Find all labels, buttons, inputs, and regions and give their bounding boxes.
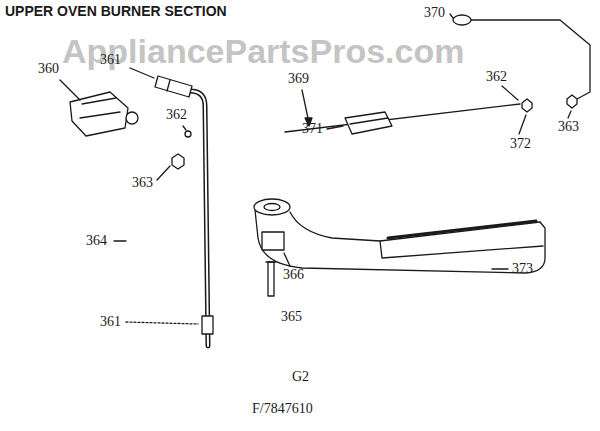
nut (567, 95, 577, 108)
callout-number: 361 (100, 53, 121, 67)
tube-fitting (202, 316, 213, 334)
nut (172, 154, 184, 169)
leader-line (114, 240, 126, 241)
burner-slot (388, 221, 536, 238)
leader-line (492, 268, 508, 269)
callout-number: 363 (558, 120, 579, 134)
bracket (262, 232, 284, 250)
valve-outlet (126, 112, 138, 124)
burner-inlet-bore (264, 204, 280, 211)
fitting-detail (167, 80, 170, 91)
washer (185, 131, 191, 137)
leader-line (450, 14, 453, 18)
burner-top (290, 212, 540, 241)
callout-number: 362 (486, 70, 507, 84)
nut (522, 99, 532, 112)
burner-inlet (254, 199, 290, 215)
sensor-bulb (453, 15, 471, 25)
section-title: UPPER OVEN BURNER SECTION (5, 4, 227, 18)
tube-fitting (155, 76, 192, 97)
leader-line (568, 111, 571, 118)
gas-tube (190, 91, 208, 346)
callout-number: 369 (288, 72, 309, 86)
burner-edge (380, 241, 543, 258)
callout-number: 363 (132, 176, 153, 190)
callout-number: 361 (100, 315, 121, 329)
figure-code: G2 (292, 370, 309, 384)
leader-line (327, 126, 343, 129)
callout-number: 370 (424, 6, 445, 20)
callout-number: 364 (86, 234, 107, 248)
callout-number: 365 (281, 310, 302, 324)
valve-detail (80, 112, 120, 118)
thermocouple-wire (471, 20, 590, 99)
callout-number: 371 (302, 122, 323, 136)
part-number: F/7847610 (252, 402, 313, 416)
burner-tube (255, 210, 545, 273)
leader-line (126, 322, 198, 324)
leader-line (502, 86, 518, 100)
gas-tube-inner (190, 91, 208, 346)
valve-detail (82, 98, 116, 104)
leader-line (183, 126, 186, 130)
leader-line (519, 115, 526, 134)
callout-number: 373 (512, 262, 533, 276)
leader-line (130, 68, 154, 78)
callout-number: 362 (166, 108, 187, 122)
screw (268, 262, 274, 296)
callout-number: 366 (283, 268, 304, 282)
watermark: AppliancePartsPros.com (62, 34, 464, 68)
bracket-detail (350, 118, 388, 124)
leader-line (60, 80, 80, 100)
leader-line (284, 253, 290, 266)
bracket (345, 112, 392, 134)
callout-number: 372 (510, 137, 531, 151)
leader-line (157, 166, 170, 180)
screw-head (266, 261, 276, 262)
callout-number: 360 (38, 62, 59, 76)
